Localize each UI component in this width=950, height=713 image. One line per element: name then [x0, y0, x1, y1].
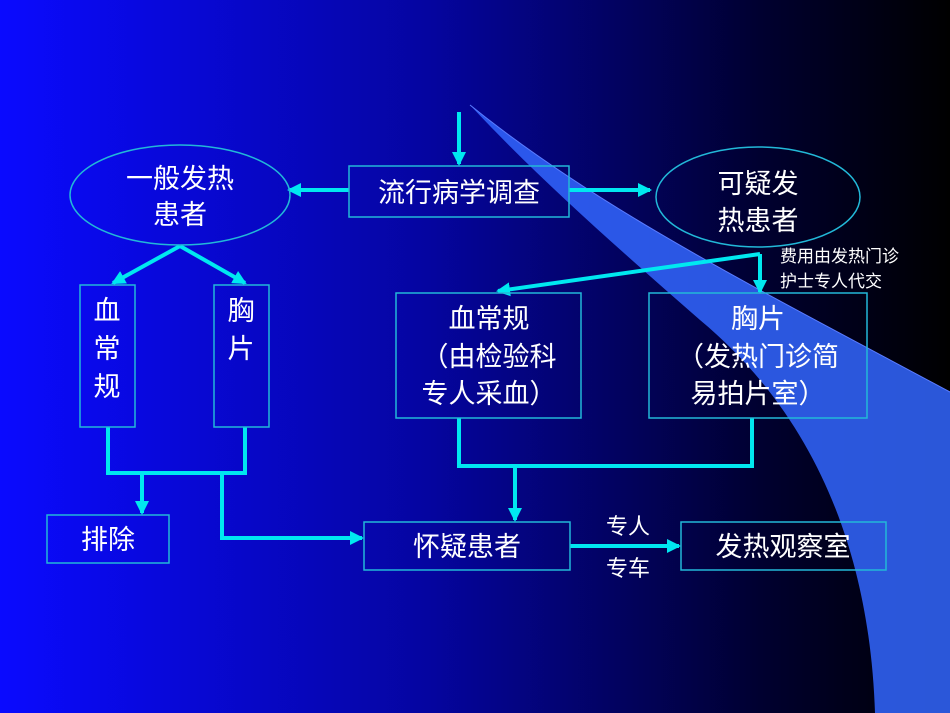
- label: 胸: [228, 296, 255, 327]
- label: 片: [228, 334, 255, 365]
- label: 胸片: [731, 304, 785, 335]
- arrow-left-to-suspected-patient: [220, 473, 364, 545]
- label: 血: [94, 296, 121, 327]
- label: 发热观察室: [716, 532, 851, 563]
- note-line: 护士专人代交: [780, 272, 882, 292]
- label: 排除: [81, 525, 135, 556]
- node-general-fever: 一般发热 患者: [69, 144, 291, 246]
- left-merge-line: [106, 427, 247, 475]
- label: 一般发热: [126, 164, 234, 195]
- note-fee: 费用由发热门诊 护士专人代交: [780, 247, 899, 292]
- node-exclude: 排除: [46, 514, 170, 564]
- label: 可疑发: [718, 169, 799, 200]
- label: 规: [94, 372, 121, 403]
- label: 血常规: [449, 304, 530, 335]
- label: 怀疑患者: [413, 532, 521, 563]
- label: （由检验科: [422, 342, 557, 373]
- node-epidemiology: 流行病学调查: [348, 165, 570, 218]
- node-left-blood: 血 常 规: [79, 284, 136, 428]
- note-line: 专车: [606, 557, 650, 582]
- note-line: 费用由发热门诊: [780, 247, 899, 267]
- node-right-xray: 胸片 （发热门诊简 易拍片室）: [648, 292, 868, 419]
- node-suspected-patient: 怀疑患者: [363, 521, 571, 571]
- label: 热患者: [718, 206, 799, 237]
- node-observation: 发热观察室: [680, 521, 887, 571]
- label: 专人采血）: [422, 379, 557, 410]
- note-transport: 专人 专车: [606, 515, 650, 582]
- label: 常: [94, 334, 121, 365]
- arrow-to-left-xray: [179, 244, 247, 285]
- label: 易拍片室）: [691, 379, 826, 410]
- decorative-swoosh: [470, 105, 950, 713]
- swoosh-edge: [469, 104, 950, 393]
- node-left-xray: 胸 片: [213, 284, 270, 428]
- connectors: [106, 112, 767, 553]
- arrow-to-left-blood: [111, 244, 181, 285]
- label: 患者: [153, 200, 207, 231]
- arrow-to-right-blood: [496, 252, 761, 297]
- label: （发热门诊简: [677, 342, 839, 373]
- node-right-blood: 血常规 （由检验科 专人采血）: [395, 292, 582, 419]
- right-merge-line: [457, 418, 754, 468]
- node-suspected-fever: 可疑发 热患者: [655, 146, 861, 248]
- label: 流行病学调查: [378, 178, 540, 209]
- note-line: 专人: [606, 515, 650, 540]
